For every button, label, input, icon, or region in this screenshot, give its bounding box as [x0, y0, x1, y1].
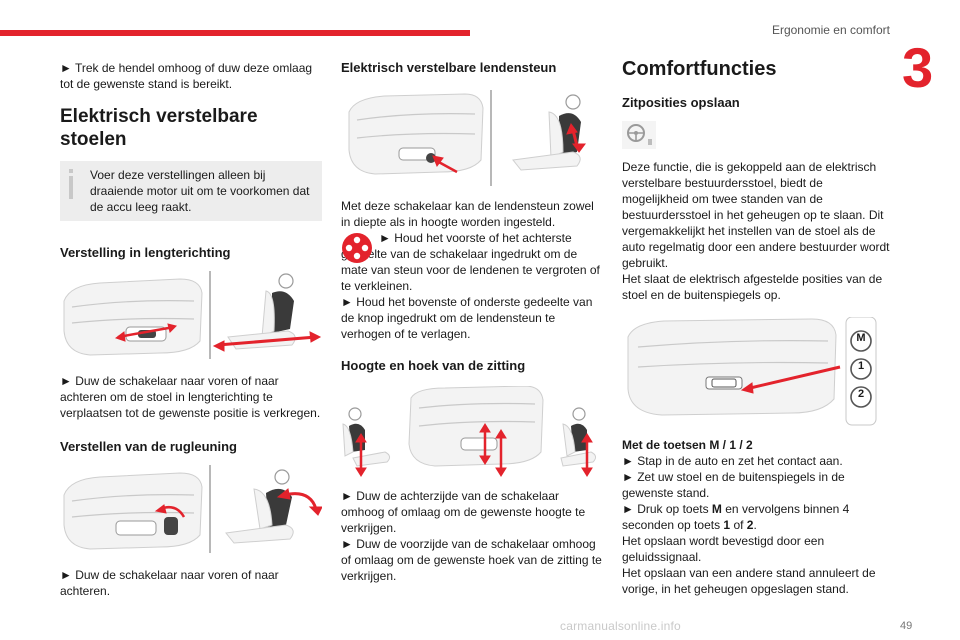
- lumbar-intro: Met deze schakelaar kan de lendensteun z…: [341, 199, 594, 229]
- memory-step-3: ► Druk op toets M en vervolgens binnen 4…: [622, 501, 890, 533]
- section-title-backrest: Verstellen van de rugleuning: [60, 439, 237, 454]
- lumbar-step-1-block: ► Houd het voorste of het achterste gede…: [341, 230, 603, 294]
- intro-step: ► Trek de hendel omhoog of duw deze omla…: [60, 61, 313, 91]
- section-title-memory: Zitposities opslaan: [622, 95, 740, 110]
- keys-title: Met de toetsen M / 1 / 2: [622, 437, 890, 453]
- step3-part-d: .: [753, 518, 757, 532]
- column-2: Elektrisch verstelbare lendensteun Met d…: [341, 56, 603, 584]
- column-1: ► Trek de hendel omhoog of duw deze omla…: [60, 56, 322, 599]
- lumbar-switch-icon: [342, 233, 372, 263]
- step3-key-m: M: [711, 502, 722, 516]
- section-title: Ergonomie en comfort: [771, 23, 890, 37]
- memory-step-2: ► Zet uw stoel en de buitenspiegels in d…: [622, 470, 845, 500]
- memory-cancel: Het opslaan van een andere stand annulee…: [622, 566, 876, 596]
- memory-button-m: M: [856, 332, 866, 344]
- seat-height-step-2: ► Duw de voorzijde van de schakelaar omh…: [341, 537, 602, 583]
- memory-intro: Deze functie, die is gekoppeld aan de el…: [622, 160, 890, 270]
- chapter-number: 3: [902, 36, 934, 99]
- longitudinal-adjust-illustration: [63, 271, 322, 359]
- memory-confirm: Het opslaan wordt bevestigd door een gel…: [622, 534, 825, 564]
- memory-button-1: 1: [857, 360, 865, 372]
- step3-key-2: 2: [746, 518, 754, 532]
- backrest-step: ► Duw de schakelaar naar voren of naar a…: [60, 568, 279, 598]
- section-title-electric-seats: Elektrisch verstelbare stoelen: [60, 106, 258, 150]
- seat-height-illustration: [342, 386, 597, 477]
- section-title-comfort: Comfortfuncties: [622, 58, 777, 80]
- backrest-adjust-illustration: [63, 465, 322, 553]
- info-note-text: Voer deze verstellingen alleen bij draai…: [90, 168, 310, 214]
- info-note: Voer deze verstellingen alleen bij draai…: [60, 161, 322, 221]
- memory-step-1: ► Stap in de auto en zet het contact aan…: [622, 454, 843, 468]
- page-number: 49: [900, 620, 913, 632]
- keys-title-text: Met de toetsen M / 1 / 2: [622, 438, 753, 452]
- lumbar-adjust-illustration: [348, 90, 586, 186]
- memory-button-2: 2: [857, 388, 865, 400]
- section-title-longitudinal: Verstelling in lengterichting: [60, 245, 231, 260]
- column-3: Comfortfuncties Zitposities opslaan Deze…: [622, 56, 890, 597]
- watermark: carmanualsonline.info: [560, 619, 681, 633]
- info-icon: [69, 169, 73, 199]
- section-title-seat-height: Hoogte en hoek van de zitting: [341, 358, 526, 373]
- driver-seat-icon: [622, 121, 656, 149]
- step3-part-c: of: [730, 518, 747, 532]
- memory-buttons-illustration: [627, 317, 877, 426]
- lumbar-step-2: ► Houd het bovenste of onderste gedeelte…: [341, 295, 593, 341]
- seat-height-step-1: ► Duw de achterzijde van de schakelaar o…: [341, 489, 586, 535]
- section-title-lumbar: Elektrisch verstelbare lendensteun: [341, 60, 557, 75]
- header-accent-bar: [0, 30, 470, 36]
- lumbar-step-1: ► Houd het voorste of het achterste gede…: [341, 231, 600, 293]
- memory-intro-2: Het slaat de elektrisch afgestelde posit…: [622, 272, 883, 302]
- step3-part-a: ► Druk op toets: [622, 502, 712, 516]
- longitudinal-step: ► Duw de schakelaar naar voren of naar a…: [60, 374, 321, 420]
- step3-key-1: 1: [723, 518, 731, 532]
- step3-part-b: en vervolgens binnen 4 seconden op toets: [622, 502, 850, 532]
